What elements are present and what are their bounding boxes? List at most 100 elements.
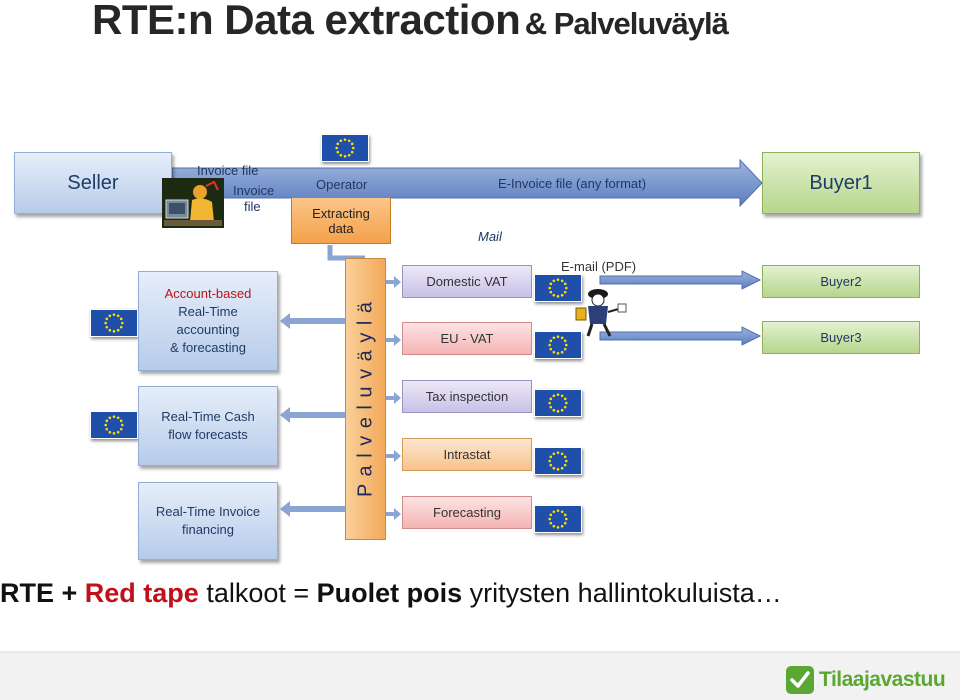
account-line1: Account-based [164,286,252,301]
invoice-label: Invoice [233,183,275,198]
eu-star [560,394,564,398]
eu-star [556,393,560,396]
eu-star [549,339,553,343]
eu-star [119,317,123,321]
extracting-label: Extracting [312,205,370,221]
eu-star [563,455,567,459]
eu-star [560,510,564,514]
eu-star [552,452,556,456]
eu-star [552,293,556,297]
eu-star [119,325,123,329]
eu-star [565,343,568,347]
main-arrow [171,158,763,208]
logo-text: Tilaajavastuu [819,668,946,691]
eu-star [352,146,355,150]
eu-star [549,347,553,351]
eu-star [560,408,564,412]
eu-star [556,468,560,471]
eu-star [108,430,112,434]
eu-flag-icon [534,505,582,533]
eu-star [563,405,567,409]
cash-line2: flow forecasts [168,427,248,442]
forecasting-label: Forecasting [433,505,501,520]
eu-flag-icon [534,389,582,417]
eu-star [560,293,564,297]
buyer1-box: Buyer1 [762,152,920,214]
eu-star [108,314,112,318]
arrow-to-account [280,313,345,329]
eu-star [556,295,560,298]
eu-star [350,150,354,154]
title-main: RTE:n Data extraction [92,0,521,43]
eu-star [350,142,354,146]
invoice-financing-box: Real-Time Invoice financing [138,482,278,560]
eu-star [548,401,551,405]
tax-inspection-label: Tax inspection [425,389,509,404]
eu-star [105,427,109,431]
eu-star [552,350,556,354]
eu-star [549,405,553,409]
data-label: data [328,220,354,236]
eu-star [565,286,568,290]
eu-stars [104,415,124,435]
eu-star [121,423,124,427]
seller-box: Seller [14,152,172,214]
domestic-vat-label: Domestic VAT [426,274,508,289]
eu-star [549,463,553,467]
eu-star [548,286,551,290]
eu-star [563,282,567,286]
eu-star [556,278,560,281]
buyer3-arrow [599,326,762,346]
cash-line1: Real-Time Cash [161,409,255,424]
eu-star [549,521,553,525]
eu-star [563,397,567,401]
slogan-part2: Red tape [84,578,199,608]
eu-star [560,336,564,340]
einvoice-label: E-Invoice file (any format) [498,176,647,191]
arrow-to-forecasting [386,508,401,520]
file-label: file [244,199,261,214]
slogan: RTE + Red tape talkoot = Puolet pois yri… [0,578,782,609]
eu-star [104,321,107,325]
mail-carrier-icon [575,289,627,337]
title-suffix: & Palveluväylä [524,6,729,41]
eu-star [552,524,556,528]
intrastat-label: Intrastat [443,447,491,462]
account-line4: & forecasting [170,340,246,355]
cash-flow-box: Real-Time Cash flow forecasts [138,386,278,466]
eu-star [556,335,560,338]
eu-stars [548,509,568,529]
eu-stars [548,335,568,355]
buyer3-box: Buyer3 [762,321,920,354]
arrow-to-intrastat [386,450,401,462]
invoice-file-label: Invoice file [197,163,259,178]
eu-star [560,524,564,528]
domestic-vat-box: Domestic VAT [402,265,532,298]
eu-star [336,142,340,146]
eu-star [549,282,553,286]
eu-star [116,314,120,318]
account-line3: accounting [176,322,240,337]
eu-star [549,290,553,294]
arrow-to-financing [280,501,345,517]
eu-vat-box: EU - VAT [402,322,532,355]
eu-star [343,138,347,141]
service-bus: P a l v e l u v ä y l ä [345,258,386,540]
eu-star [552,394,556,398]
account-line2: Real-Time [178,304,238,319]
eu-flag-icon [90,411,138,439]
eu-star [105,419,109,423]
eu-star [563,513,567,517]
buyer2-label: Buyer2 [820,274,862,289]
eu-star [556,410,560,413]
eu-star [335,146,338,150]
arrow-to-euvat [386,334,401,346]
eu-star [556,352,560,355]
eu-star [336,150,340,154]
eu-star [112,432,116,435]
eu-star [556,509,560,512]
extracting-data-box: Extracting data [291,197,391,244]
eu-star [560,452,564,456]
eu-star [556,526,560,529]
buyer3-label: Buyer3 [820,330,862,345]
